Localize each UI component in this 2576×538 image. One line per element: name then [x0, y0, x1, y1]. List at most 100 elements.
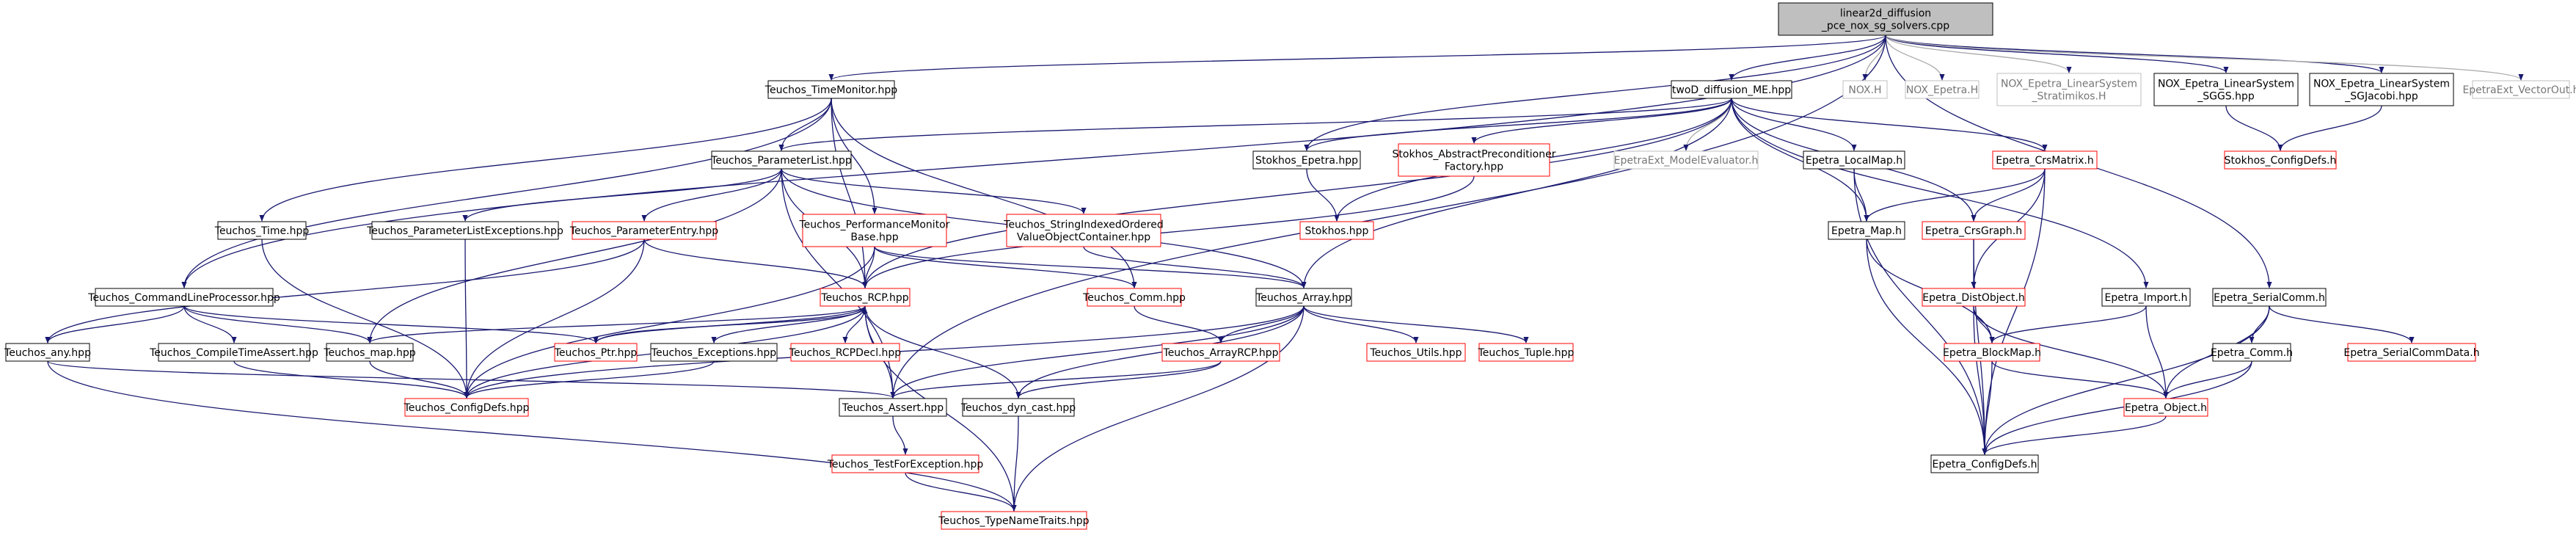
node-noxh[interactable]: NOX.H	[1842, 80, 1888, 99]
node-rcpdecl[interactable]: Teuchos_RCPDecl.hpp	[789, 343, 902, 362]
node-noxepetra[interactable]: NOX_Epetra.H	[1905, 80, 1980, 99]
edge-ecomm-to-eobject	[2163, 360, 2252, 399]
edge-pentry-to-tconfig	[464, 239, 645, 399]
node-typename[interactable]: Teuchos_TypeNameTraits.hpp	[938, 511, 1090, 530]
edge-noxsggs-to-stokhoscfg	[2225, 105, 2283, 151]
node-econfig[interactable]: Epetra_ConfigDefs.h	[1930, 454, 2039, 473]
edge-root-to-noxsgjac	[1885, 34, 2385, 73]
node-box	[1778, 2, 1993, 36]
node-eobject[interactable]: Epetra_Object.h	[2123, 398, 2208, 417]
node-box	[2212, 343, 2291, 362]
node-box	[790, 343, 900, 362]
edge-serialcomm-to-ecomm	[2249, 305, 2270, 343]
node-label: Epetra_LocalMap.h	[1806, 155, 1902, 167]
node-arrayrcp[interactable]: Teuchos_ArrayRCP.hpp	[1161, 343, 1280, 362]
edge-crsmatrix-to-econfig	[1982, 168, 2046, 455]
node-map[interactable]: Epetra_Map.h	[1828, 221, 1905, 240]
node-box	[802, 214, 947, 247]
edge-compiletime-to-tconfig	[233, 360, 470, 399]
node-box	[371, 221, 559, 240]
node-assert[interactable]: Teuchos_Assert.hpp	[839, 398, 947, 417]
node-noxstrat[interactable]: NOX_Epetra_LinearSystem_Stratimikos.H	[1996, 73, 2142, 106]
node-tmap[interactable]: Teuchos_map.hpp	[323, 343, 416, 362]
node-epetraextvec[interactable]: EpetraExt_VectorOut.h	[2462, 80, 2576, 99]
file-nodes: linear2d_diffusion_pce_nox_sg_solvers.cp…	[4, 2, 2576, 530]
node-label: EpetraExt_ModelEvaluator.h	[1614, 155, 1759, 167]
node-crsgraph[interactable]: Epetra_CrsGraph.h	[1922, 221, 2026, 240]
edge-twod-to-stokhosepetra	[1304, 98, 1732, 151]
node-import[interactable]: Epetra_Import.h	[2101, 288, 2191, 307]
node-localmap[interactable]: Epetra_LocalMap.h	[1803, 150, 1905, 170]
node-ecomm[interactable]: Epetra_Comm.h	[2211, 343, 2293, 362]
edge-tmap-to-tconfig	[369, 360, 470, 399]
edge-serialcomm-to-econfig	[1982, 305, 2270, 455]
node-label: Epetra_Map.h	[1831, 225, 1902, 237]
node-tuple[interactable]: Teuchos_Tuple.hpp	[1478, 343, 1575, 362]
node-exceptions[interactable]: Teuchos_Exceptions.hpp	[650, 343, 778, 362]
node-timemon[interactable]: Teuchos_TimeMonitor.hpp	[765, 80, 897, 99]
node-rcp[interactable]: Teuchos_RCP.hpp	[820, 288, 911, 307]
node-label: NOX_Epetra_LinearSystem	[2313, 79, 2450, 90]
node-box	[2153, 73, 2299, 106]
node-ptr[interactable]: Teuchos_Ptr.hpp	[554, 343, 638, 362]
node-box	[404, 398, 529, 417]
node-blockmap[interactable]: Epetra_BlockMap.h	[1943, 343, 2041, 362]
node-box	[1252, 150, 1361, 170]
edge-twod-to-map	[1731, 98, 1869, 222]
node-noxsgjac[interactable]: NOX_Epetra_LinearSystem_SGJacobi.hpp	[2309, 73, 2454, 106]
node-distobj[interactable]: Epetra_DistObject.h	[1922, 288, 2026, 307]
node-tconfig[interactable]: Teuchos_ConfigDefs.hpp	[404, 398, 530, 417]
node-label: Epetra_CrsMatrix.h	[1996, 155, 2093, 167]
edge-perfmon-to-array	[874, 246, 1307, 288]
node-label: twoD_diffusion_ME.hpp	[1672, 84, 1791, 96]
node-label: Epetra_DistObject.h	[1922, 292, 2025, 304]
node-root[interactable]: linear2d_diffusion_pce_nox_sg_solvers.cp…	[1778, 2, 1993, 36]
node-any[interactable]: Teuchos_any.hpp	[4, 343, 91, 362]
edge-pentry-to-rcp	[643, 239, 868, 288]
node-plexc[interactable]: Teuchos_ParameterListExceptions.hpp	[366, 221, 563, 240]
node-label: Epetra_Comm.h	[2211, 347, 2293, 359]
node-stokhosepetra[interactable]: Stokhos_Epetra.hpp	[1252, 150, 1361, 170]
edge-paramlist-to-strindexed	[781, 168, 1087, 214]
node-dyncast[interactable]: Teuchos_dyn_cast.hpp	[960, 398, 1076, 417]
node-testforexc[interactable]: Teuchos_TestForException.hpp	[827, 454, 984, 473]
node-label: NOX.H	[1848, 84, 1881, 96]
node-epetraextmodel[interactable]: EpetraExt_ModelEvaluator.h	[1613, 150, 1759, 170]
edge-timemon-to-cmdline	[181, 98, 832, 288]
node-box	[941, 511, 1087, 530]
node-crsmatrix[interactable]: Epetra_CrsMatrix.h	[1992, 150, 2098, 170]
node-box	[1478, 343, 1574, 362]
edge-array-to-assert	[890, 305, 1305, 399]
edge-array-to-tuple	[1303, 305, 1529, 343]
edge-paramlist-to-pentry	[641, 168, 782, 222]
node-stokhoshpp[interactable]: Stokhos.hpp	[1299, 221, 1374, 240]
node-compiletime[interactable]: Teuchos_CompileTimeAssert.hpp	[149, 343, 318, 362]
node-array[interactable]: Teuchos_Array.hpp	[1255, 288, 1352, 307]
node-label: Epetra_SerialCommData.h	[2343, 347, 2479, 359]
edge-distobj-to-eobject	[1973, 305, 2169, 399]
node-comm[interactable]: Teuchos_Comm.hpp	[1082, 288, 1186, 307]
node-box	[2212, 288, 2327, 307]
node-utils[interactable]: Teuchos_Utils.hpp	[1366, 343, 1466, 362]
node-strindexed[interactable]: Teuchos_StringIndexedOrderedValueObjectC…	[1003, 214, 1164, 247]
node-paramlist[interactable]: Teuchos_ParameterList.hpp	[710, 150, 852, 170]
node-time[interactable]: Teuchos_Time.hpp	[214, 221, 310, 240]
node-label: Stokhos.hpp	[1305, 225, 1369, 237]
node-serialcommdata[interactable]: Epetra_SerialCommData.h	[2343, 343, 2480, 362]
edge-cmdline-to-ptr	[183, 305, 599, 343]
node-noxsggs[interactable]: NOX_Epetra_LinearSystem_SGGS.hpp	[2153, 73, 2299, 106]
node-pentry[interactable]: Teuchos_ParameterEntry.hpp	[569, 221, 718, 240]
edge-rcp-to-tmap	[367, 305, 866, 343]
edge-plexc-to-tconfig	[464, 239, 470, 399]
node-twod[interactable]: twoD_diffusion_ME.hpp	[1671, 80, 1792, 99]
node-label: _SGGS.hpp	[2197, 91, 2255, 103]
node-serialcomm[interactable]: Epetra_SerialComm.h	[2212, 288, 2327, 307]
node-label: Teuchos_ArrayRCP.hpp	[1163, 347, 1279, 359]
edge-comm-to-arrayrcp	[1134, 305, 1224, 343]
edge-ecomm-to-econfig	[1982, 360, 2252, 455]
node-cmdline[interactable]: Teuchos_CommandLineProcessor.hpp	[87, 288, 280, 307]
node-stokhosabs[interactable]: Stokhos_AbstractPreconditionerFactory.hp…	[1393, 143, 1556, 177]
node-label: _Stratimikos.H	[2031, 91, 2106, 103]
node-stokhoscfg[interactable]: Stokhos_ConfigDefs.h	[2224, 150, 2337, 170]
